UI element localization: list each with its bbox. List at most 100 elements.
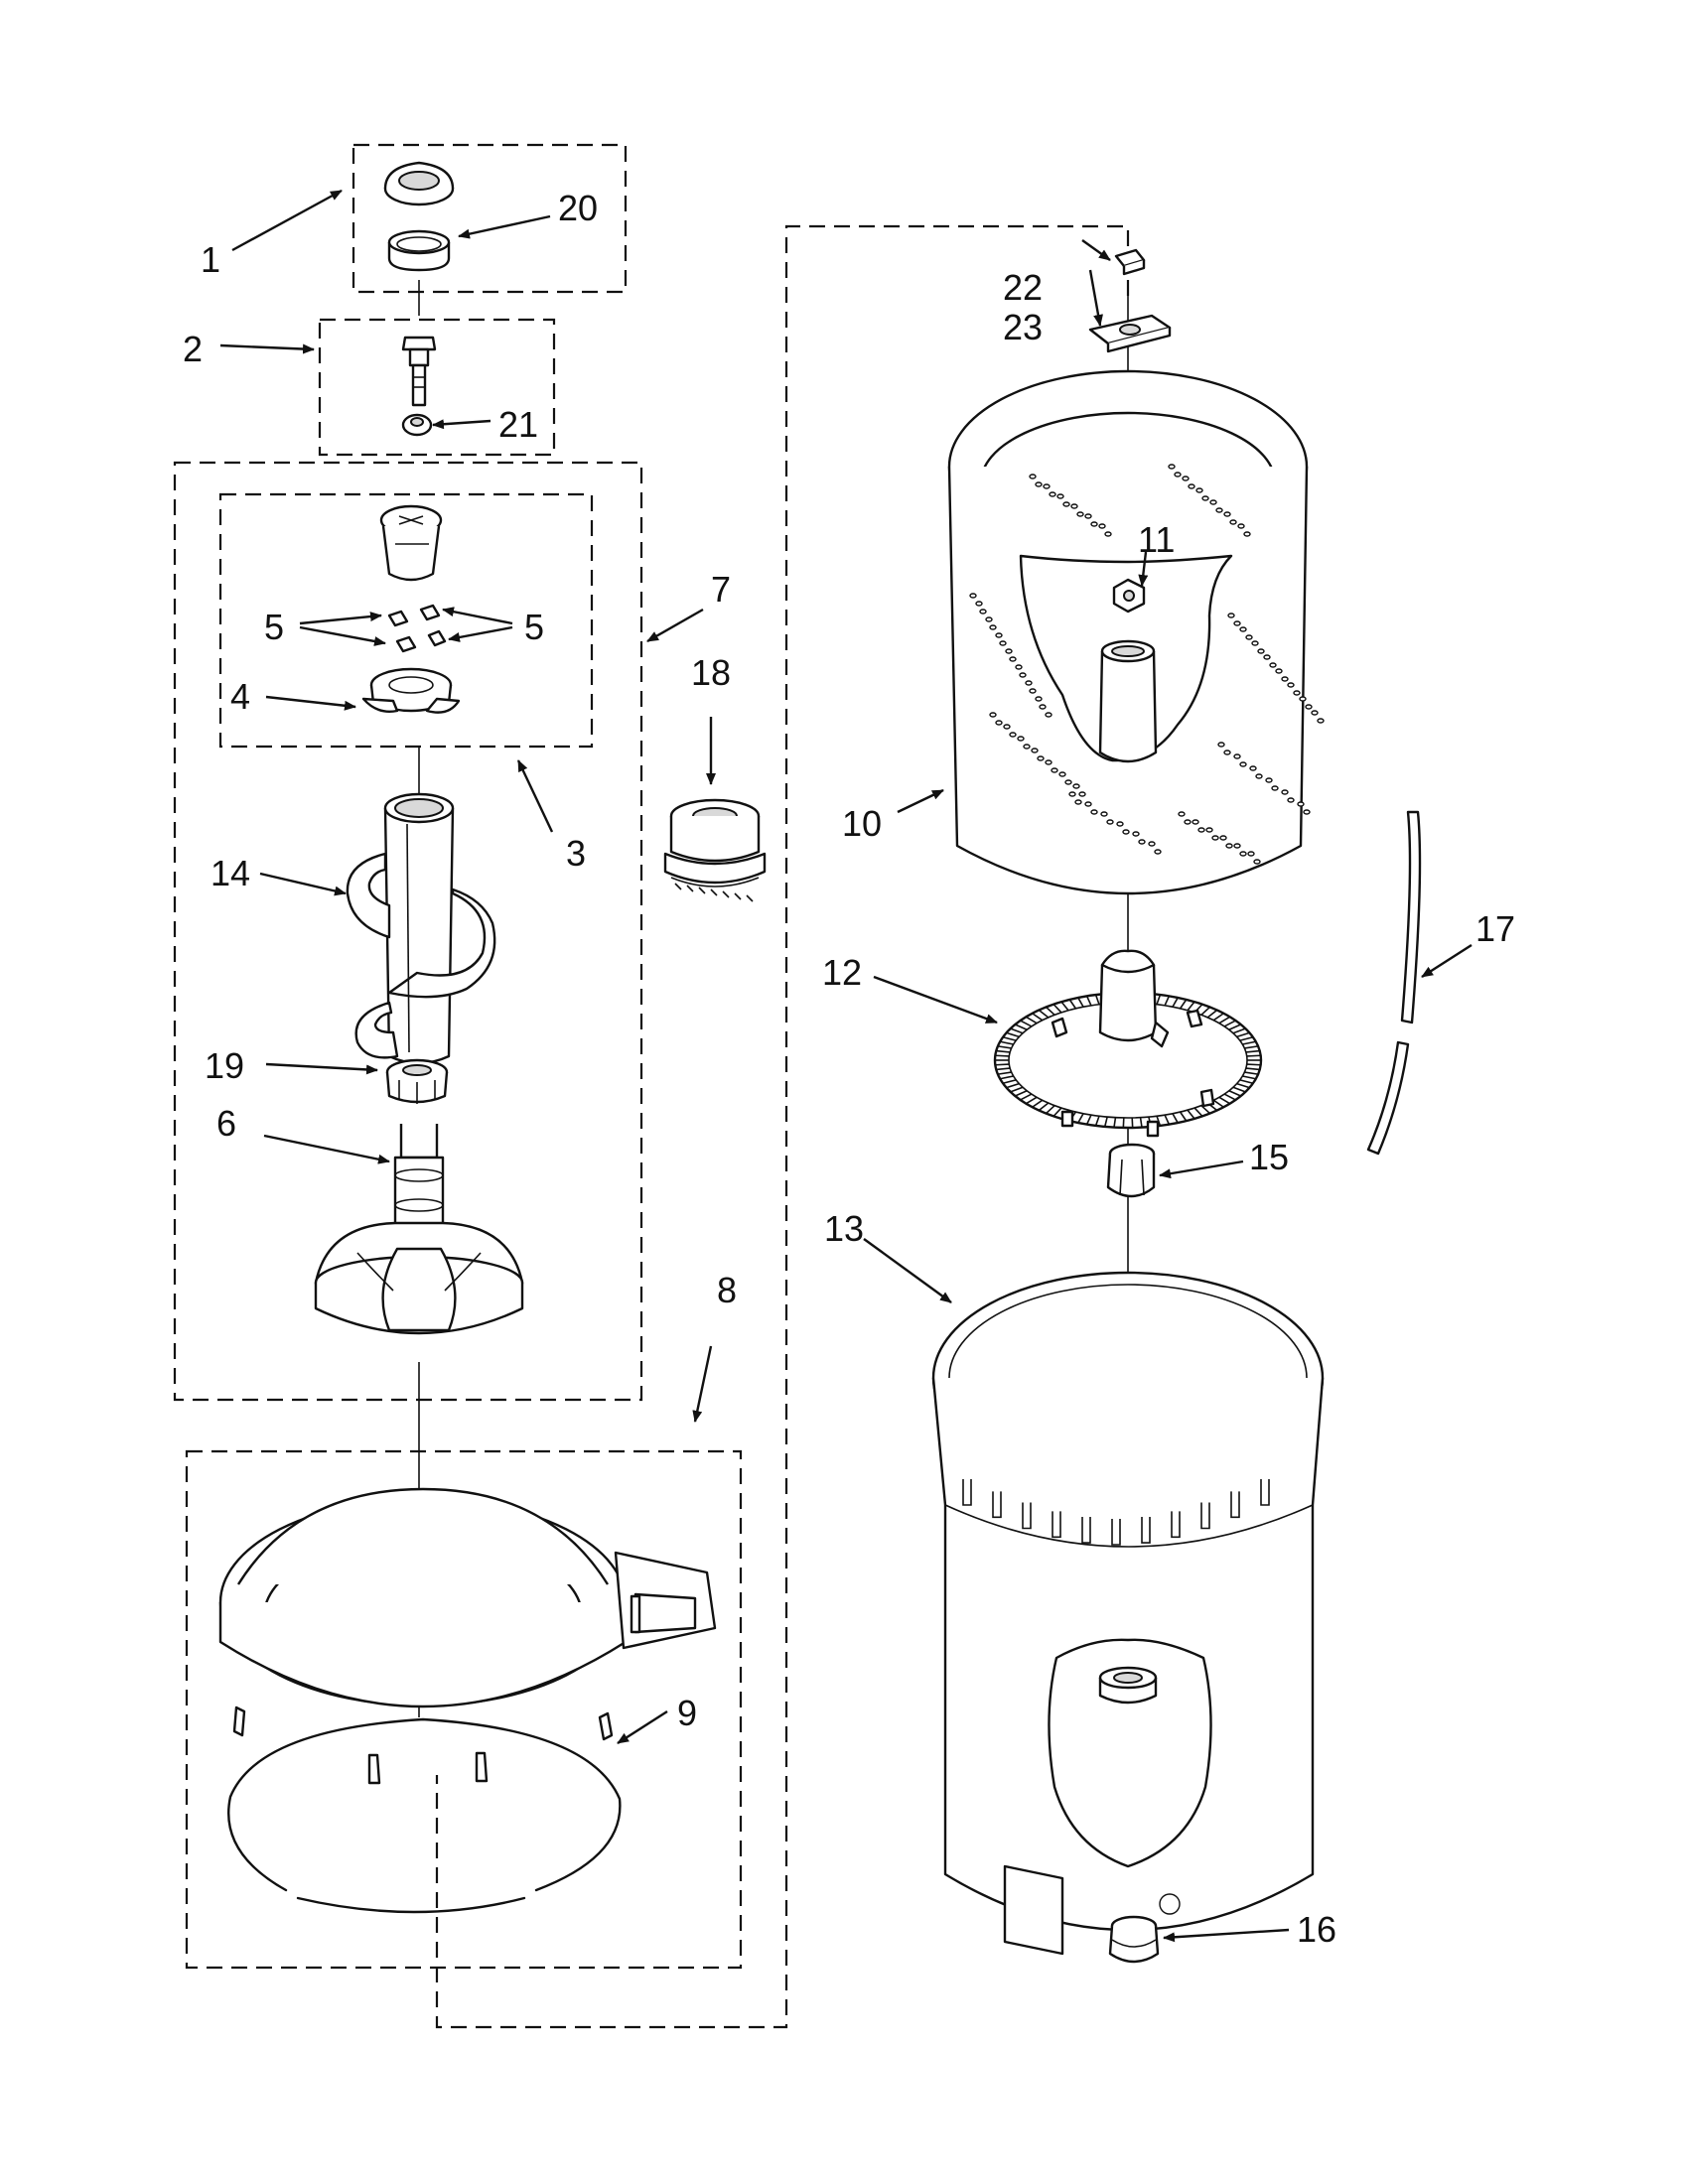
brush-bristle — [1244, 1045, 1259, 1049]
part-3-cam — [379, 504, 443, 582]
tub-slot — [1260, 1479, 1270, 1506]
part-16-plug — [1108, 1915, 1160, 1964]
brush-bristle — [1193, 1107, 1203, 1117]
basket-hole — [1219, 835, 1227, 841]
brush-bristle — [1236, 1082, 1250, 1089]
basket-hole — [1227, 613, 1235, 618]
brush-bristle — [1025, 1016, 1038, 1024]
basket-hole — [1005, 648, 1013, 654]
brush-bristle — [1052, 1004, 1062, 1014]
basket-hole — [1045, 712, 1052, 718]
brush-bristle — [995, 1054, 1010, 1057]
part-23-bracket — [1088, 314, 1172, 353]
basket-hole — [1003, 724, 1011, 730]
callout-14: 14 — [210, 853, 250, 893]
basket-hole — [1104, 531, 1112, 537]
brush-bristle — [1020, 1020, 1033, 1027]
tub-slot — [1052, 1511, 1061, 1539]
brush-bristle — [1245, 1049, 1260, 1053]
basket-hole — [1239, 761, 1247, 767]
brush-bristle — [1094, 1116, 1100, 1127]
basket-hole — [1090, 521, 1098, 527]
brush-bristle — [1010, 1086, 1024, 1093]
basket-hole — [1025, 680, 1033, 686]
brush-bristle — [1242, 1075, 1256, 1080]
basket-hole — [1178, 811, 1186, 817]
basket-hole — [1253, 859, 1261, 865]
basket-hole — [1168, 464, 1176, 470]
brush-bristle — [1232, 1027, 1246, 1034]
basket-hole — [1049, 491, 1056, 497]
basket-hole — [1293, 690, 1301, 696]
basket-hole — [1051, 767, 1058, 773]
basket-hole — [1225, 843, 1233, 849]
basket-hole — [1023, 744, 1031, 750]
basket-hole — [1045, 759, 1052, 765]
part-22-clip — [1114, 248, 1146, 276]
basket-hole — [969, 593, 977, 599]
brush-bristle — [1242, 1040, 1256, 1045]
basket-hole — [985, 616, 993, 622]
basket-hole — [1239, 626, 1247, 632]
callout-21: 21 — [498, 404, 538, 445]
brush-bristle — [1218, 1016, 1231, 1024]
basket-hole — [1076, 511, 1084, 517]
brush-bristle — [1000, 1075, 1014, 1080]
connector-dashed-line — [435, 224, 1130, 2029]
basket-hole — [1015, 664, 1023, 670]
basket-hole — [1029, 688, 1037, 694]
basket-hole — [1271, 785, 1279, 791]
part-2-bolt — [401, 336, 437, 407]
brush-bristle — [1052, 1107, 1062, 1117]
basket-hole — [995, 632, 1003, 638]
brush-bristle — [995, 1063, 1010, 1066]
tub-slot — [992, 1491, 1002, 1519]
basket-hole — [1116, 821, 1124, 827]
brush-bristle — [1239, 1079, 1254, 1085]
brush-bristle — [1103, 1116, 1108, 1128]
basket-hole — [1031, 748, 1039, 753]
group-box-2 — [318, 318, 556, 457]
brush-bristle — [1232, 1086, 1246, 1093]
part-14-auger — [346, 792, 496, 1065]
brush-bristle — [1164, 1114, 1171, 1126]
basket-hole — [1281, 789, 1289, 795]
basket-hole — [1299, 696, 1307, 702]
basket-hole — [975, 601, 983, 607]
basket-hole — [995, 720, 1003, 726]
callout-17: 17 — [1475, 908, 1515, 949]
part-13-tub — [931, 1271, 1325, 1956]
brush-bristle — [1244, 1071, 1259, 1075]
brush-bristle — [1164, 995, 1171, 1007]
tub-slot — [1022, 1502, 1032, 1530]
basket-hole — [1239, 851, 1247, 857]
group-box-1 — [351, 143, 628, 294]
brush-bristle — [1068, 999, 1077, 1010]
brush-bristle — [1228, 1090, 1241, 1097]
basket-hole — [1233, 753, 1241, 759]
brush-bristle — [1077, 1113, 1084, 1124]
basket-hole — [1072, 783, 1080, 789]
part-9-clamp — [227, 1717, 622, 1914]
basket-hole — [1195, 487, 1203, 493]
basket-hole — [1201, 495, 1209, 501]
basket-hole — [989, 624, 997, 630]
brush-bristle — [996, 1067, 1011, 1071]
callout-5-left: 5 — [264, 607, 284, 647]
part-8-tub-ring — [218, 1487, 717, 1785]
brush-bristle — [1038, 1009, 1050, 1019]
brush-bristle — [1236, 1031, 1250, 1038]
basket-hole — [1062, 501, 1070, 507]
basket-hole — [1249, 765, 1257, 771]
basket-hole — [1265, 777, 1273, 783]
brush-bristle — [1085, 995, 1092, 1007]
callout-3: 3 — [566, 833, 586, 874]
basket-hole — [1078, 791, 1086, 797]
brush-bristle — [1156, 994, 1162, 1005]
basket-hole — [1205, 827, 1213, 833]
callout-20: 20 — [558, 188, 598, 228]
basket-hole — [1303, 809, 1311, 815]
callout-13: 13 — [824, 1208, 864, 1249]
basket-hole — [1233, 620, 1241, 626]
